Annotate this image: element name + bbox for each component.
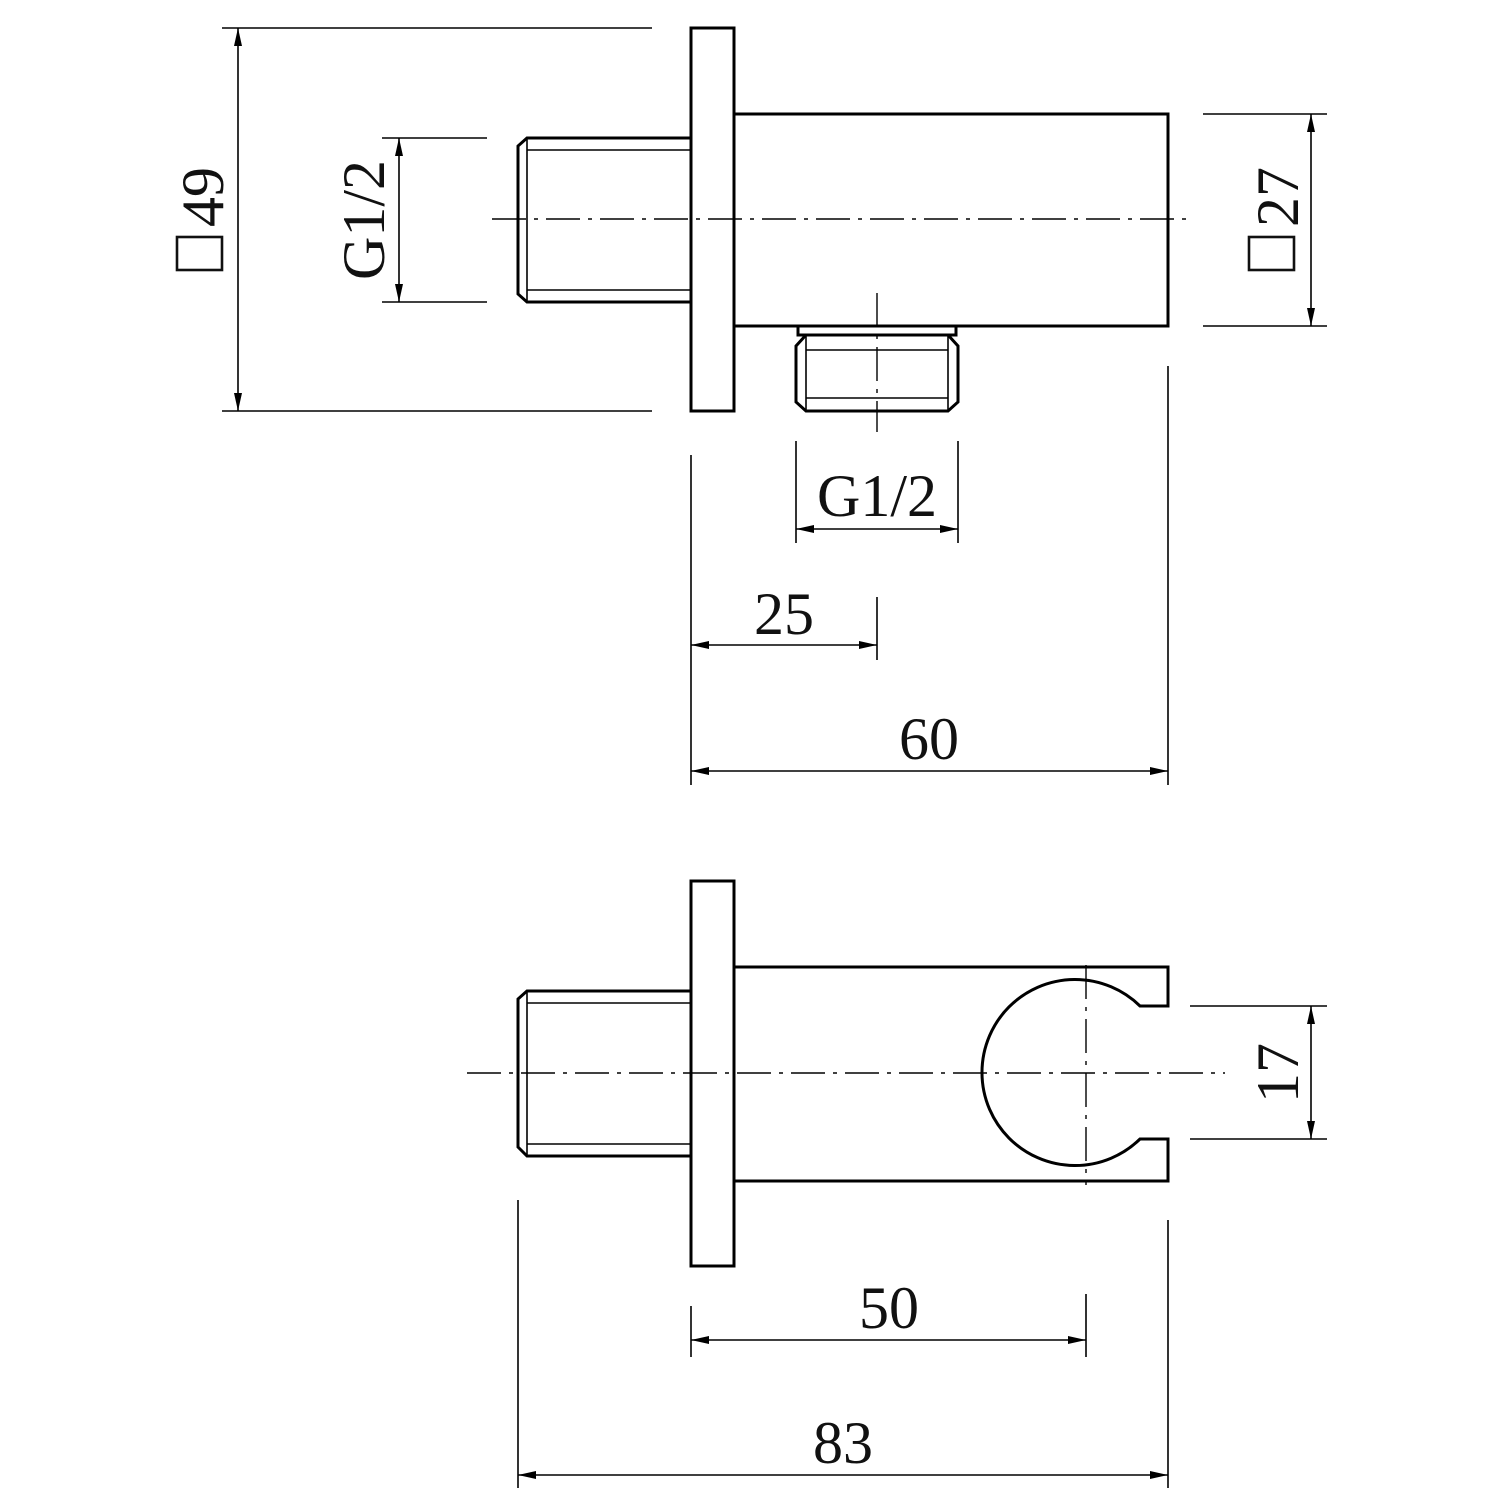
bottom-view: 17 50 83 [467,879,1327,1488]
dim-outlet-thread-label: G1/2 [817,463,937,529]
dim-body-square: 27 [1203,113,1327,327]
bottom-holder-body [734,965,1170,1183]
dim-outlet-thread: G1/2 [795,441,959,543]
dim-body-length: 60 [691,366,1169,785]
top-inlet-thread [516,136,693,304]
dim-body-square-label: 27 [1245,167,1311,227]
square-symbol-icon [175,235,224,272]
square-symbol-icon [1247,235,1296,272]
dim-outlet-offset: 25 [690,455,878,785]
top-body [732,112,1170,328]
dim-holder-opening-label: 17 [1245,1043,1311,1103]
dim-outlet-offset-label: 25 [754,581,814,647]
top-view: 49 G1/2 27 G1/2 [170,26,1327,785]
dim-holder-opening: 17 [1190,1005,1327,1140]
dim-inlet-thread-label: G1/2 [331,160,397,280]
dim-overall-length: 83 [517,1200,1169,1488]
dim-body-length-label: 60 [899,706,959,772]
dim-holder-center-distance: 50 [690,1275,1087,1357]
dim-flange-square-label: 49 [170,167,236,227]
dim-inlet-thread: G1/2 [331,137,487,303]
dim-flange-square: 49 [170,27,652,412]
dim-overall-length-label: 83 [813,1410,873,1476]
dim-holder-center-distance-label: 50 [859,1275,919,1341]
